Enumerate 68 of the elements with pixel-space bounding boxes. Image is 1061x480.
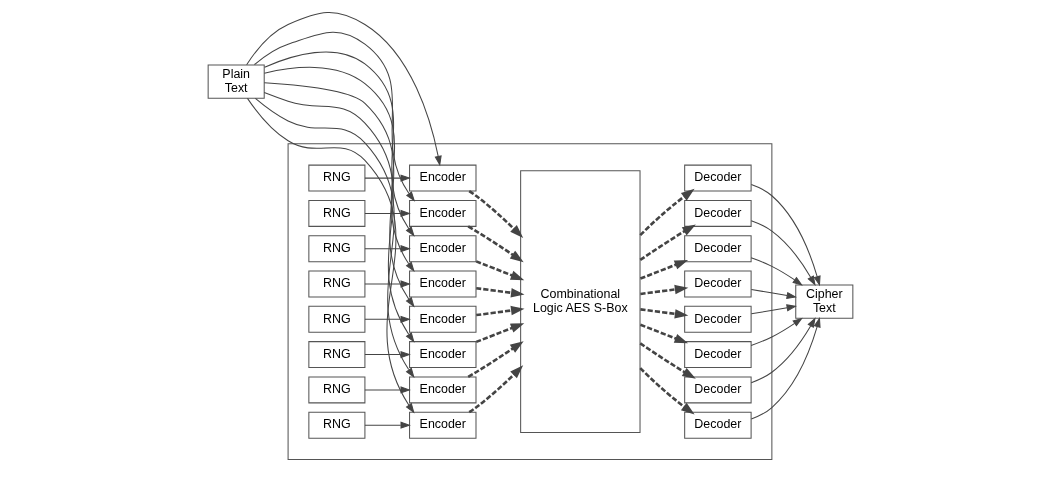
- arrow: [263, 82, 415, 308]
- arrow: [468, 190, 524, 238]
- arrow: [639, 259, 689, 280]
- arrow: [476, 305, 525, 317]
- arrow: [640, 284, 689, 296]
- node-box: RNG: [308, 341, 366, 369]
- node-box: Encoder: [409, 411, 477, 439]
- node-box: Encoder: [409, 376, 477, 404]
- node-box: Decoder: [684, 341, 752, 369]
- node-box: RNG: [308, 305, 366, 333]
- arrow: [364, 209, 411, 218]
- arrow: [639, 188, 695, 237]
- node-box: RNG: [308, 235, 366, 263]
- arrow: [468, 365, 524, 414]
- arrow: [750, 317, 816, 384]
- arrow: [364, 386, 411, 394]
- arrow: [246, 97, 415, 414]
- node-box: RNG: [308, 164, 366, 192]
- node-box: Decoder: [684, 199, 752, 227]
- arrow: [253, 31, 416, 202]
- arrow: [364, 350, 411, 359]
- arrow: [364, 280, 411, 288]
- arrow: [639, 367, 695, 415]
- node-box: Decoder: [684, 305, 752, 333]
- node-box: Encoder: [409, 164, 477, 192]
- node-box: Decoder: [684, 376, 752, 404]
- arrow: [750, 257, 803, 286]
- arrow: [750, 316, 821, 420]
- node-box: Encoder: [409, 270, 477, 298]
- node-box: Plain Text: [207, 64, 265, 99]
- arrow: [364, 174, 411, 182]
- arrow: [750, 220, 816, 287]
- arrow: [263, 66, 415, 273]
- arrow: [639, 323, 689, 344]
- node-box: Decoder: [684, 235, 752, 263]
- arrow: [475, 323, 525, 344]
- node-box: Encoder: [409, 199, 477, 227]
- arrow: [639, 342, 696, 379]
- arrow: [246, 11, 442, 167]
- arrow: [750, 288, 797, 300]
- node-box: RNG: [308, 199, 366, 227]
- arrow: [364, 315, 411, 323]
- node-box: RNG: [308, 270, 366, 298]
- node-box: Encoder: [409, 305, 477, 333]
- cluster: [287, 143, 773, 460]
- arrow: [750, 183, 821, 287]
- arrow: [263, 92, 415, 343]
- node-box: Decoder: [684, 270, 752, 298]
- arrow: [750, 317, 803, 346]
- arrow: [475, 260, 525, 281]
- node-box: RNG: [308, 376, 366, 404]
- arrow: [639, 224, 696, 262]
- node-box: Decoder: [684, 164, 752, 192]
- arrow: [364, 421, 411, 429]
- arrow: [750, 304, 797, 315]
- arrow: [476, 286, 525, 298]
- node-box: Decoder: [684, 411, 752, 439]
- arrow: [264, 51, 415, 237]
- node-box: Cipher Text: [795, 284, 854, 319]
- arrow: [254, 97, 415, 379]
- arrow: [364, 245, 411, 253]
- arrow: [640, 308, 689, 319]
- node-box: Encoder: [409, 235, 477, 263]
- node-box: Combinational Logic AES S-Box: [520, 170, 641, 433]
- arrow: [467, 225, 524, 263]
- node-box: RNG: [308, 411, 366, 439]
- node-box: Encoder: [409, 341, 477, 369]
- arrow: [467, 341, 524, 378]
